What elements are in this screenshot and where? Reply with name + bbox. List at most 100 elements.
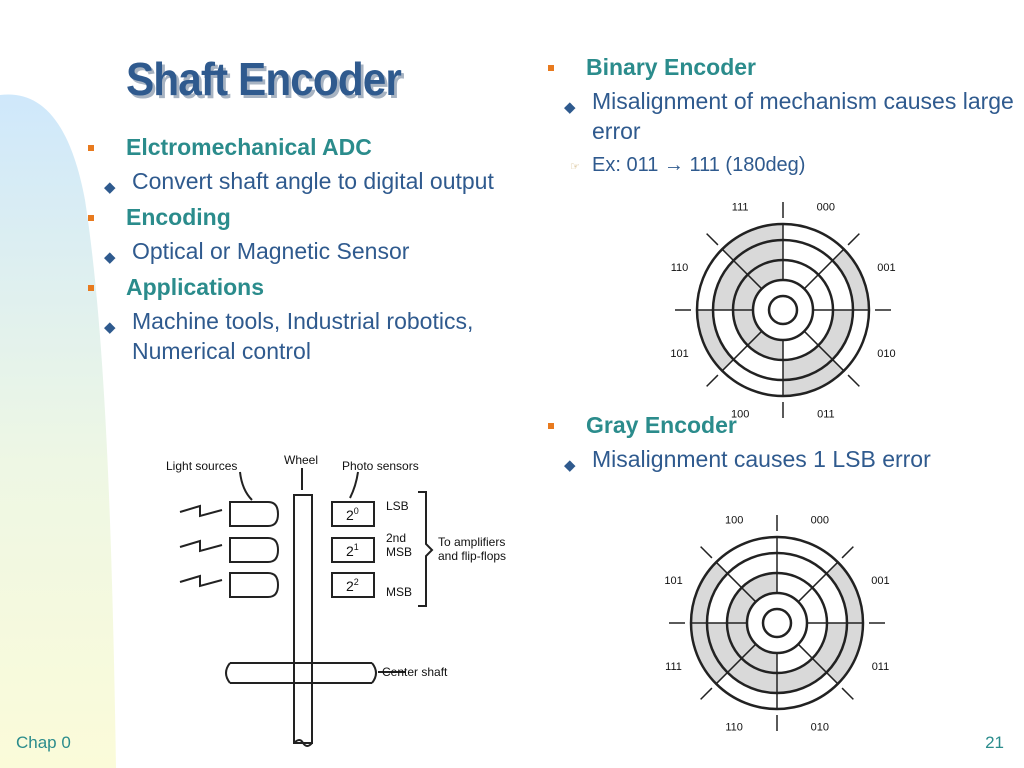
sector-divider: [803, 248, 845, 290]
encoder-shaded-segment: [812, 623, 847, 673]
encoder-ring: [767, 294, 799, 326]
sector-label: 011: [872, 661, 890, 673]
encoder-shaded-segment: [691, 623, 728, 684]
sector-divider: [715, 561, 757, 603]
encoder-shaded-segment: [783, 359, 844, 396]
encoder-shaded-segment: [713, 260, 748, 310]
label-msb: MSB: [386, 585, 412, 599]
bullet-square-icon: [548, 423, 554, 429]
label-wheel: Wheel: [284, 453, 318, 467]
sub-bullet-misalignment: ◆Misalignment of mechanism causes large …: [564, 88, 1014, 144]
label-center-shaft: Center shaft: [382, 665, 448, 679]
encoder-shaded-segment: [777, 658, 827, 693]
sub-bullet-convert-shaft: ◆Convert shaft angle to digital output: [86, 166, 536, 196]
shaft-encoder-diagram: Light sources Wheel Photo sensors 20 21 …: [166, 453, 506, 747]
sector-label: 101: [670, 348, 688, 360]
light-ray: [179, 574, 223, 588]
encoder-shaded-segment: [733, 274, 762, 310]
sector-label: 011: [817, 408, 835, 420]
sector-tick: [706, 233, 719, 246]
encoder-shaded-segment: [722, 224, 783, 261]
sector-tick: [841, 546, 854, 559]
label-arrow: [239, 471, 253, 501]
label-2nd-msb: MSB: [386, 545, 412, 559]
sector-label: 000: [811, 515, 829, 527]
center-shaft: [230, 662, 372, 684]
bullet-elctromechanical-adc: Elctromechanical ADC: [86, 132, 536, 162]
label-2nd: 2nd: [386, 531, 406, 545]
pointing-hand-icon: ☞: [570, 161, 580, 173]
encoder-shaded-segment: [818, 310, 853, 360]
sector-label: 101: [664, 575, 682, 587]
sub-bullet-optical-sensor: ◆Optical or Magnetic Sensor: [86, 236, 536, 266]
encoder-shaded-segment: [727, 587, 756, 623]
sector-label: 010: [811, 721, 829, 733]
diamond-bullet-icon: ◆: [104, 319, 116, 336]
sector-divider: [721, 248, 763, 290]
encoder-shaded-segment: [741, 644, 777, 673]
bullet-binary-encoder: Binary Encoder: [546, 52, 1016, 82]
sector-label: 110: [671, 262, 689, 274]
slide-title: Shaft Encoder: [126, 53, 402, 105]
sensor-2-1: [331, 537, 375, 563]
sector-divider: [803, 330, 845, 372]
encoder-shaded-segment: [783, 345, 833, 380]
label-lsb: LSB: [386, 499, 409, 513]
left-bullet-list: Elctromechanical ADC ◆Convert shaft angl…: [86, 132, 536, 372]
label-arrow: [349, 471, 359, 499]
sensor-label-2: 22: [346, 577, 359, 594]
label-light-sources: Light sources: [166, 459, 237, 473]
bullet-square-icon: [88, 215, 94, 221]
bullet-encoding: Encoding: [86, 202, 536, 232]
gray-encoder-list: Gray Encoder ◆Misalignment causes 1 LSB …: [546, 410, 1016, 480]
sector-divider: [721, 330, 763, 372]
sector-label: 110: [725, 721, 743, 733]
sector-divider: [797, 643, 839, 685]
light-source: [229, 501, 280, 527]
bullet-applications: Applications: [86, 272, 536, 302]
sector-tick: [706, 374, 719, 387]
sector-label: 001: [871, 575, 889, 587]
brace: [418, 491, 434, 607]
sector-tick: [847, 233, 860, 246]
encoder-ring: [745, 591, 809, 655]
footer-page-number: 21: [985, 733, 1004, 752]
bullet-square-icon: [548, 65, 554, 71]
sector-label: 001: [877, 262, 895, 274]
encoder-shaded-segment: [826, 623, 863, 684]
encoder-shaded-segment: [747, 331, 783, 360]
sub-bullet-1lsb: ◆Misalignment causes 1 LSB error: [546, 444, 1016, 474]
sensor-2-2: [331, 572, 375, 598]
sector-label: 100: [731, 408, 749, 420]
encoder-shaded-segment: [733, 310, 762, 346]
bullet-gray-encoder: Gray Encoder: [546, 410, 1016, 440]
sensor-label-1: 21: [346, 542, 359, 559]
diamond-bullet-icon: ◆: [564, 457, 576, 474]
diamond-bullet-icon: ◆: [104, 249, 116, 266]
encoder-shaded-segment: [707, 623, 742, 673]
label-flip-flops: and flip-flops: [438, 549, 506, 563]
diamond-bullet-icon: ◆: [104, 179, 116, 196]
sector-label: 111: [732, 202, 749, 214]
sub-bullet-machine-tools: ◆Machine tools, Industrial robotics, Num…: [104, 308, 474, 364]
light-source: [229, 572, 280, 598]
sector-label: 000: [817, 202, 835, 214]
encoder-shaded-segment: [733, 240, 783, 275]
sector-tick: [700, 687, 713, 700]
binary-encoder-disk: 000 001 010 011 100 101 110 111: [670, 202, 895, 421]
wheel: [293, 494, 313, 744]
bullet-square-icon: [88, 285, 94, 291]
encoder-ring: [751, 278, 815, 342]
footer-chapter: Chap 0: [16, 733, 71, 752]
sector-label: 010: [877, 348, 895, 360]
bullet-square-icon: [88, 145, 94, 151]
sector-divider: [797, 561, 839, 603]
sector-label: 111: [665, 661, 682, 673]
example-bullet: ☞Ex: 011 → 111 (180deg): [546, 152, 1016, 178]
label-amplifiers: To amplifiers: [438, 535, 505, 549]
encoder-shaded-segment: [697, 310, 734, 371]
light-source: [229, 537, 280, 563]
sector-tick: [700, 546, 713, 559]
encoder-shaded-segment: [832, 249, 869, 310]
